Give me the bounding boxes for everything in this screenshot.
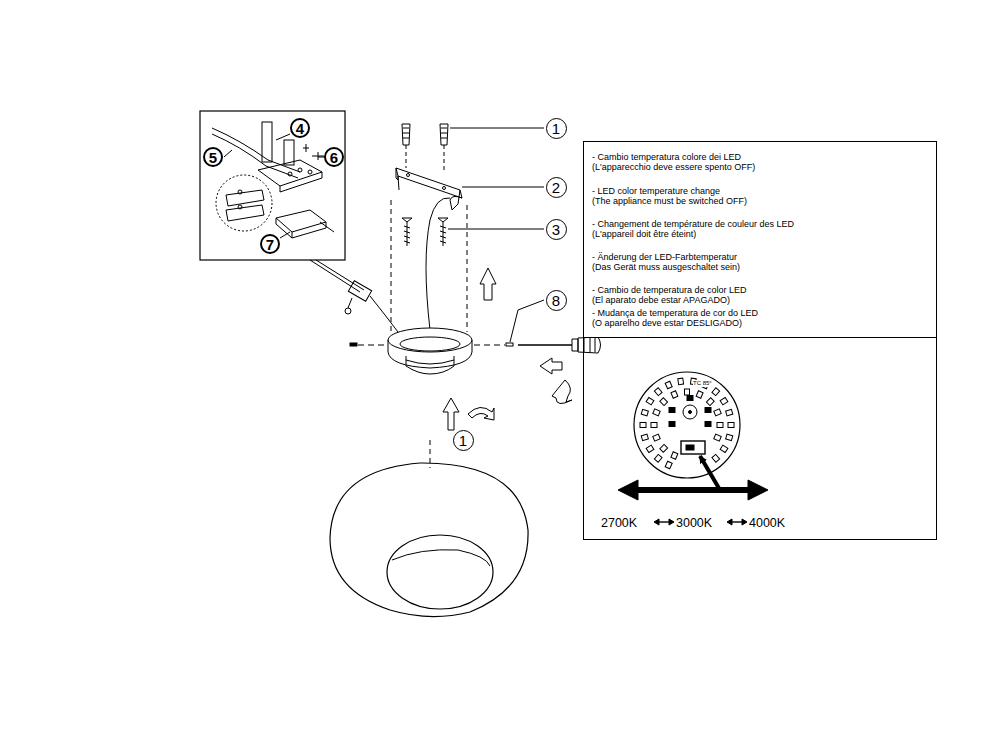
led-chip: [685, 389, 690, 395]
led-chip: [654, 388, 662, 396]
callout-number-text: 8: [552, 293, 560, 308]
led-chip: [671, 452, 678, 459]
led-chip: [640, 423, 646, 428]
led-chip: [669, 408, 675, 413]
color-temperature-value: 3000K: [676, 516, 712, 530]
fixing-screw: [402, 218, 448, 246]
instruction-text: - Cambio de temperatura de color LED: [592, 285, 747, 295]
led-chip: [720, 445, 728, 452]
callout-number-text: 6: [330, 150, 338, 165]
ceiling-canopy: [388, 328, 472, 374]
callout-number-text: 5: [209, 150, 217, 165]
led-chip: [714, 434, 721, 441]
instruction-text: - Cambio temperatura colore dei LED: [592, 152, 741, 162]
led-chip: [641, 434, 648, 440]
lamp-shade: [330, 463, 528, 617]
callout-number: 1: [546, 118, 567, 139]
led-chip: [654, 454, 662, 462]
led-chip: [646, 445, 654, 452]
callout-number: 6: [324, 147, 344, 167]
led-chip: [669, 422, 675, 427]
instruction-text: (El aparato debe estar APAGADO): [592, 295, 730, 305]
callout-number: 5: [203, 147, 223, 167]
led-chip: [705, 408, 711, 413]
callout-number: 2: [546, 177, 567, 198]
led-chip: [660, 444, 668, 452]
led-chip: [641, 409, 648, 415]
instruction-text: - Mudança de temperatura de cor do LED: [592, 308, 758, 318]
led-chip: [646, 397, 654, 404]
led-chip: [712, 388, 720, 396]
instruction-panel: - Cambio temperatura colore dei LED(L'ap…: [583, 141, 937, 338]
color-temperature-value: 2700K: [601, 516, 637, 530]
led-chip: [717, 423, 723, 428]
screwdriver: [518, 337, 601, 353]
led-chip: [665, 381, 672, 389]
instruction-text: - Changement de température de couleur d…: [592, 219, 794, 229]
mounting-bracket: [396, 168, 462, 210]
instruction-text: (L'apparecchio deve essere spento OFF): [592, 162, 755, 172]
instruction-text: (Das Gerät muss ausgeschaltet sein): [592, 262, 740, 272]
led-chip: [720, 397, 728, 404]
led-chip: [660, 398, 668, 406]
color-temperature-panel: 2700K 3000K 4000K: [583, 337, 937, 540]
instruction-text: (The appliance must be switched OFF): [592, 196, 747, 206]
callout-number-text: 2: [552, 180, 560, 195]
instruction-text: - LED color temperature change: [592, 186, 720, 196]
power-cable: [426, 198, 450, 330]
callout-number-text: 1: [552, 121, 560, 136]
callout-number: 3: [546, 219, 567, 240]
led-chip: [706, 398, 714, 406]
led-chip: [687, 396, 693, 401]
led-chip: [726, 409, 733, 415]
instruction-text: (L'appareil doit être éteint): [592, 229, 696, 239]
wall-plug: [402, 124, 448, 145]
led-chip: [678, 378, 684, 385]
instruction-text: - Änderung der LED-Farbtemperatur: [592, 252, 737, 262]
callout-number: 7: [260, 234, 280, 254]
led-chip: [705, 422, 711, 427]
callout-number-text: 4: [296, 121, 304, 136]
led-chip: [651, 423, 657, 428]
board-marking: TC 85°: [693, 380, 712, 387]
led-chip: [696, 391, 703, 398]
led-board: [634, 372, 740, 478]
led-chip: [712, 454, 720, 462]
led-chip: [726, 434, 733, 440]
led-chip: [714, 409, 721, 416]
callout-number-text: 3: [552, 222, 560, 237]
color-temperature-value: 4000K: [749, 516, 785, 530]
led-chip: [665, 461, 672, 469]
instruction-text: (O aparelho deve estar DESLIGADO): [592, 318, 742, 328]
callout-number: 1: [453, 430, 474, 451]
led-chip: [653, 409, 660, 416]
callout-number-text: 7: [266, 237, 274, 252]
callout-number: 8: [546, 290, 567, 311]
led-chip: [653, 434, 660, 441]
led-chip: [671, 391, 678, 398]
inset-cable: [212, 128, 300, 172]
callout-number: 4: [290, 118, 310, 138]
callout-number-text: 1: [459, 433, 467, 448]
inset-frame: [200, 111, 345, 260]
led-chip: [728, 423, 734, 428]
